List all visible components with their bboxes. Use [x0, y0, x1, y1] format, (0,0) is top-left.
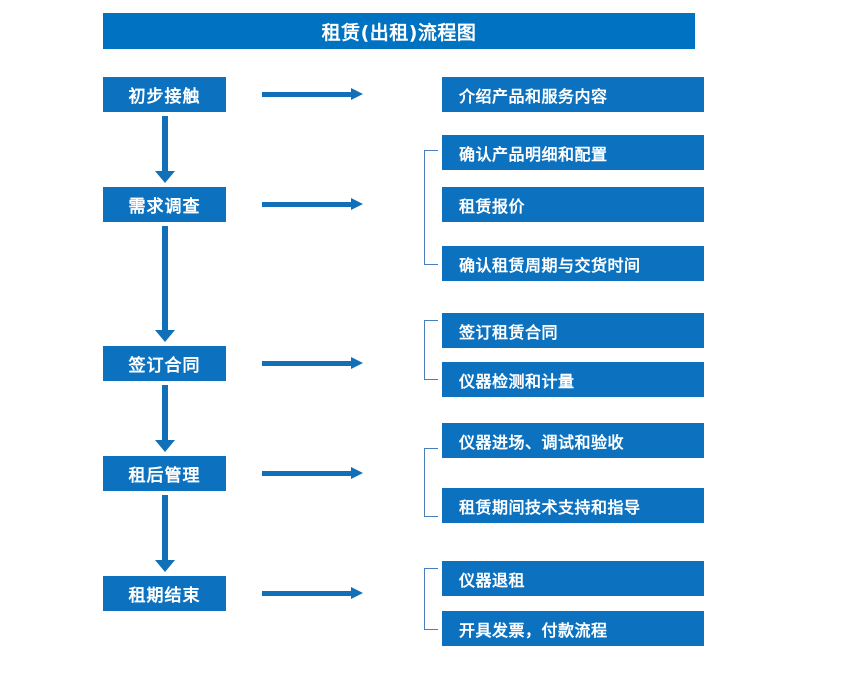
- detail-box-7[interactable]: 仪器进场、调试和验收: [442, 423, 704, 458]
- stage-connector-arrow-4-5: [155, 495, 175, 572]
- detail-arrow-5: [262, 586, 363, 600]
- detail-arrow-4: [262, 466, 363, 480]
- arrow-shaft: [262, 361, 352, 366]
- detail-box-8[interactable]: 租赁期间技术支持和指导: [442, 488, 704, 523]
- group-bracket-5: [424, 568, 438, 630]
- detail-box-3[interactable]: 租赁报价: [442, 187, 704, 222]
- detail-box-1[interactable]: 介绍产品和服务内容: [442, 77, 704, 112]
- stage-connector-arrow-3-4: [155, 385, 175, 452]
- arrow-shaft: [162, 226, 168, 330]
- detail-arrow-2: [262, 197, 363, 211]
- stage-connector-arrow-2-3: [155, 226, 175, 342]
- arrow-head-icon: [351, 198, 363, 210]
- arrow-shaft: [162, 385, 168, 440]
- detail-box-6[interactable]: 仪器检测和计量: [442, 362, 704, 397]
- arrow-head-icon: [351, 88, 363, 100]
- detail-arrow-1: [262, 87, 363, 101]
- detail-box-2[interactable]: 确认产品明细和配置: [442, 135, 704, 170]
- arrow-head-icon: [155, 560, 175, 572]
- arrow-shaft: [262, 591, 352, 596]
- arrow-head-icon: [351, 357, 363, 369]
- page-title: 租赁(出租)流程图: [103, 13, 695, 49]
- group-bracket-4: [424, 448, 438, 517]
- stage-box-3[interactable]: 签订合同: [103, 346, 226, 381]
- arrow-head-icon: [155, 330, 175, 342]
- group-bracket-3: [424, 320, 438, 380]
- arrow-shaft: [262, 471, 352, 476]
- stage-connector-arrow-1-2: [155, 116, 175, 183]
- arrow-shaft: [162, 495, 168, 560]
- arrow-head-icon: [155, 440, 175, 452]
- stage-box-2[interactable]: 需求调查: [103, 187, 226, 222]
- detail-box-5[interactable]: 签订租赁合同: [442, 313, 704, 348]
- stage-box-4[interactable]: 租后管理: [103, 456, 226, 491]
- detail-box-4[interactable]: 确认租赁周期与交货时间: [442, 246, 704, 281]
- arrow-head-icon: [351, 587, 363, 599]
- arrow-shaft: [162, 116, 168, 171]
- group-bracket-2: [424, 150, 438, 265]
- arrow-shaft: [262, 92, 352, 97]
- stage-box-1[interactable]: 初步接触: [103, 77, 226, 112]
- detail-box-10[interactable]: 开具发票，付款流程: [442, 611, 704, 646]
- stage-box-5[interactable]: 租期结束: [103, 576, 226, 611]
- arrow-head-icon: [155, 171, 175, 183]
- arrow-head-icon: [351, 467, 363, 479]
- arrow-shaft: [262, 202, 352, 207]
- detail-box-9[interactable]: 仪器退租: [442, 561, 704, 596]
- detail-arrow-3: [262, 356, 363, 370]
